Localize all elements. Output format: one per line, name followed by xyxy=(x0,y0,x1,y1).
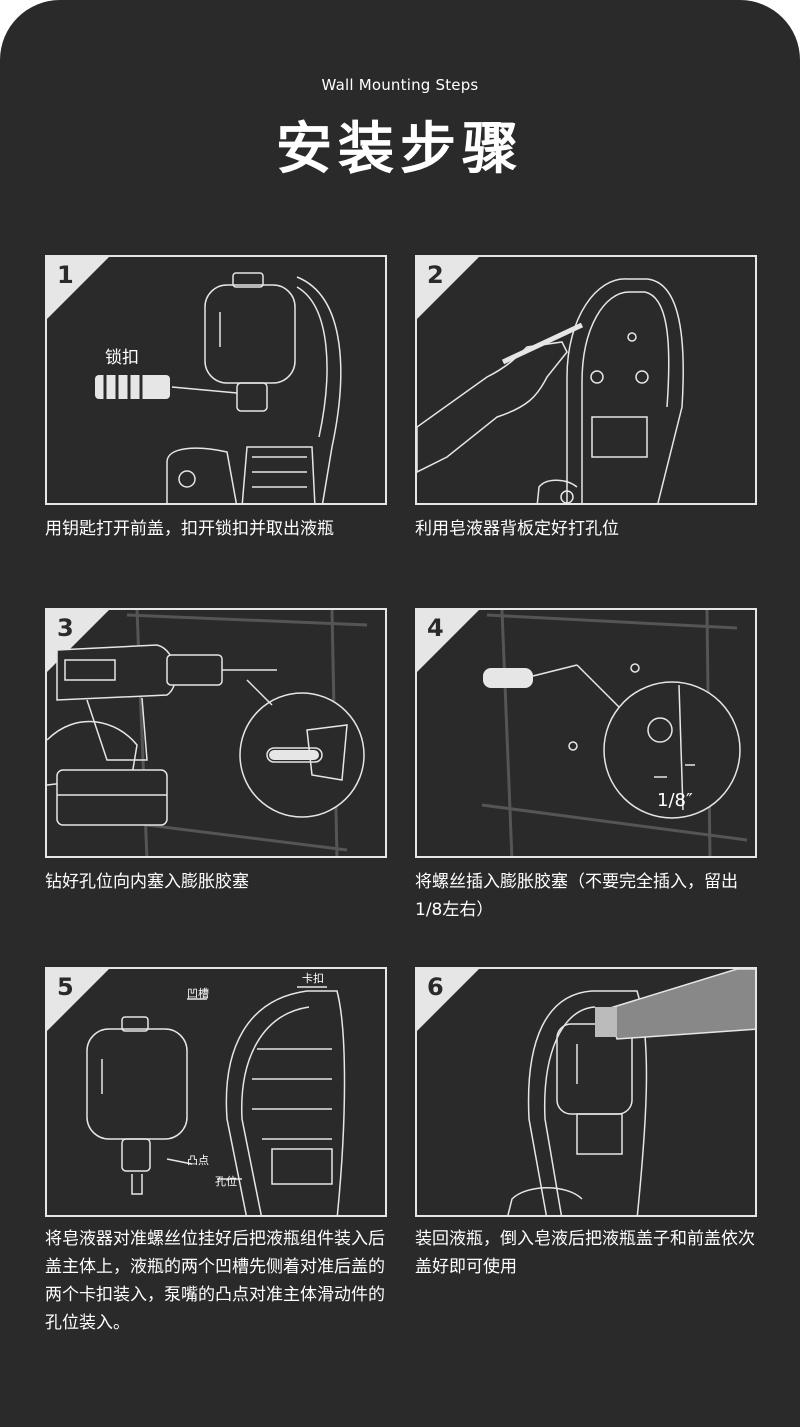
step-5-hole-label: 孔位 xyxy=(215,1174,237,1188)
step-3-illustration: 3 xyxy=(45,608,387,858)
step-5-caption: 将皂液器对准螺丝位挂好后把液瓶组件装入后盖主体上，液瓶的两个凹槽先侧着对准后盖的… xyxy=(45,1229,385,1333)
step-3-caption: 钻好孔位向内塞入膨胀胶塞 xyxy=(45,872,249,892)
step-2-number: 2 xyxy=(427,261,444,289)
step-4-illustration: 1/8″ 4 xyxy=(415,608,757,858)
step-2-illustration: 2 xyxy=(415,255,757,505)
page-title: 安装步骤 xyxy=(276,117,524,182)
step-4-number: 4 xyxy=(427,614,444,642)
step-1-caption: 用钥匙打开前盖，扣开锁扣并取出液瓶 xyxy=(45,519,334,539)
step-4-caption: 将螺丝插入膨胀胶塞（不要完全插入，留出1/8左右） xyxy=(415,872,738,920)
step-1-illustration: 锁扣 1 xyxy=(45,255,387,505)
step-1-lock-label: 锁扣 xyxy=(105,348,139,368)
step-5-bump-label: 凸点 xyxy=(187,1154,209,1167)
step-3-number: 3 xyxy=(57,614,74,642)
step-6-illustration: 6 xyxy=(415,967,757,1217)
step-2-caption: 利用皂液器背板定好打孔位 xyxy=(415,519,619,539)
step-1-number: 1 xyxy=(57,261,74,289)
step-6-caption: 装回液瓶，倒入皂液后把液瓶盖子和前盖依次盖好即可使用 xyxy=(415,1229,755,1277)
step-5-number: 5 xyxy=(57,973,74,1001)
step-5-clip-label: 卡扣 xyxy=(302,971,324,985)
step-5-illustration: 凹槽 卡扣 凸点 孔位 5 xyxy=(45,967,387,1217)
page-subtitle: Wall Mounting Steps xyxy=(321,76,479,94)
step-5-groove-label: 凹槽 xyxy=(187,987,209,1000)
step-6-number: 6 xyxy=(427,973,444,1001)
step-4-measure-label: 1/8″ xyxy=(657,790,693,811)
